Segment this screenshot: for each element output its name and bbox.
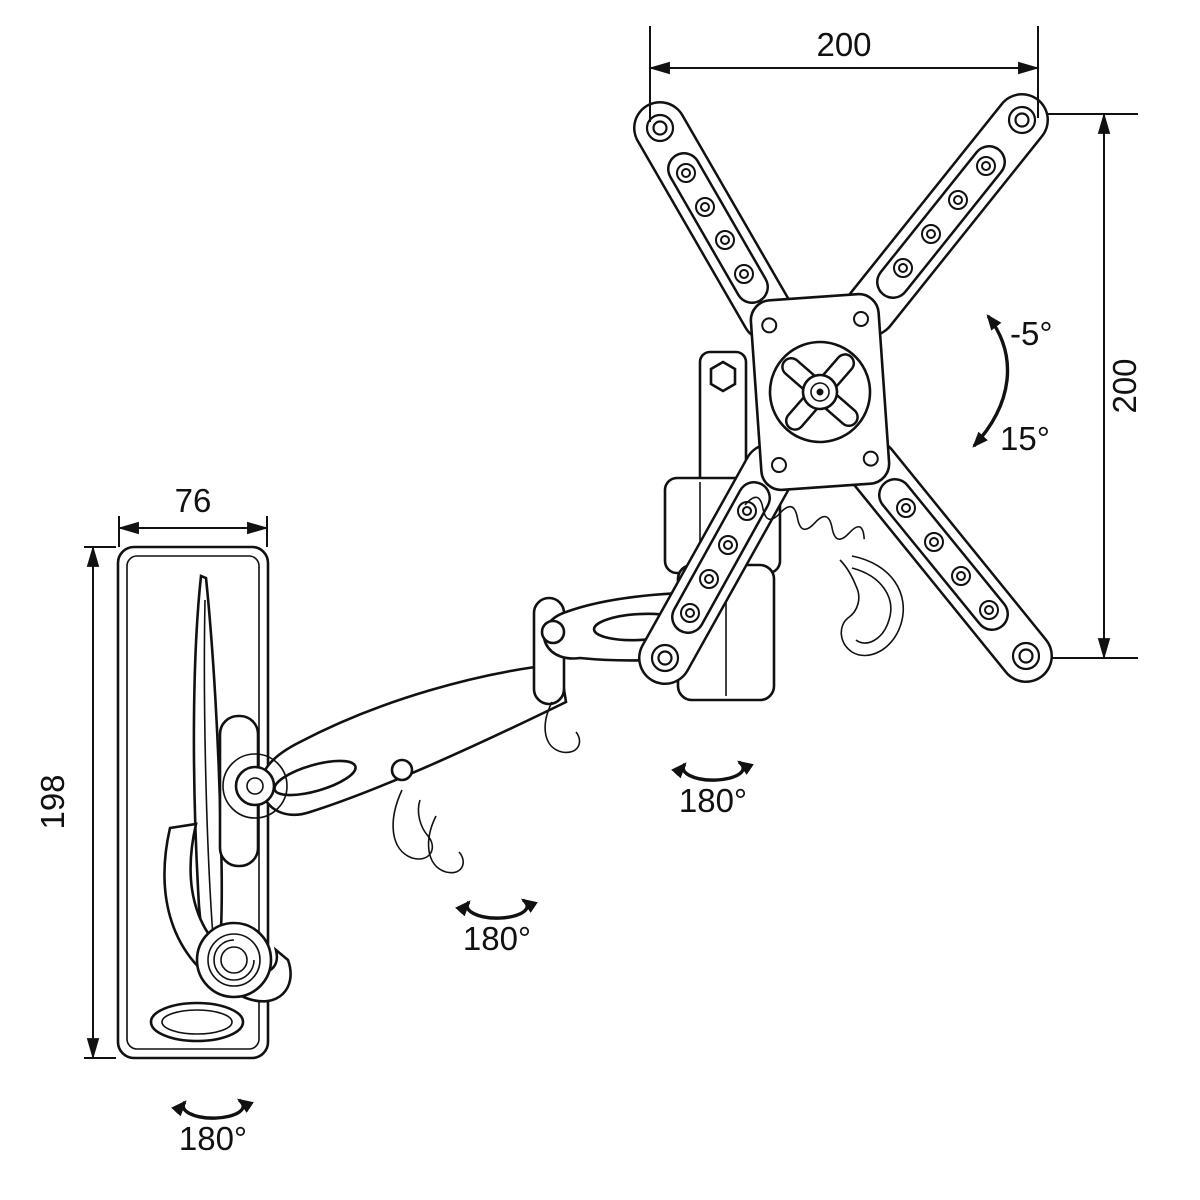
tension-knob-center (220, 946, 248, 974)
hex-bolt (709, 360, 737, 393)
tension-spring (744, 496, 865, 540)
swivel-annotation-3: 180° (171, 1098, 254, 1157)
carabiner-hook (839, 555, 905, 657)
wall-plate-slot-line (203, 599, 215, 951)
dimension-plate-height: 198 (34, 545, 116, 1060)
vesa-center-plate (749, 292, 891, 492)
swivel-label-3: 180° (179, 1120, 247, 1157)
swivel-annotation-1: 180° (671, 760, 754, 819)
cable-hook-3 (544, 701, 581, 754)
tension-knob-spiral (213, 939, 255, 981)
arm-1-hole (390, 758, 414, 782)
dimension-vesa-width: 200 (648, 26, 1040, 122)
swivel-arrow-1 (671, 760, 754, 782)
wall-joint-boss-center (246, 777, 264, 795)
vesa-bracket (633, 93, 1053, 685)
swivel-arrow-2 (455, 898, 538, 920)
vesa-tip-holes (645, 105, 1041, 673)
swivel-annotation-2: 180° (455, 898, 538, 957)
tilt-arrow (972, 314, 1010, 448)
wall-joint-boss (234, 765, 276, 807)
dimension-plate-width: 76 (117, 482, 269, 547)
tilt-up-label: -5° (1010, 315, 1053, 352)
cable-hook-2 (427, 815, 464, 874)
swivel-label-1: 180° (679, 782, 747, 819)
wall-joint-boss-outer (222, 753, 288, 819)
plate-width-label: 76 (175, 482, 212, 519)
wall-plate-bottom-slot-inner (161, 1009, 233, 1035)
tilt-down-label: 15° (1000, 420, 1050, 457)
cable-hook-1 (392, 789, 434, 860)
vesa-bolts (676, 156, 999, 623)
dimension-vesa-height: 200 (1048, 112, 1143, 660)
tension-knob-mid (207, 933, 261, 987)
wall-plate (116, 545, 292, 1060)
vesa-height-label: 200 (1106, 358, 1143, 413)
wall-plate-bottom-slot (149, 1001, 245, 1043)
arm-segment-1 (222, 662, 568, 874)
plate-height-label: 198 (34, 774, 71, 829)
swivel-arrow-3 (171, 1098, 254, 1120)
vesa-plate-holes (761, 310, 879, 474)
tilt-annotation: -5° 15° (972, 314, 1053, 457)
elbow-joint-hole (540, 619, 566, 645)
vesa-width-label: 200 (816, 26, 871, 63)
swivel-label-2: 180° (463, 920, 531, 957)
